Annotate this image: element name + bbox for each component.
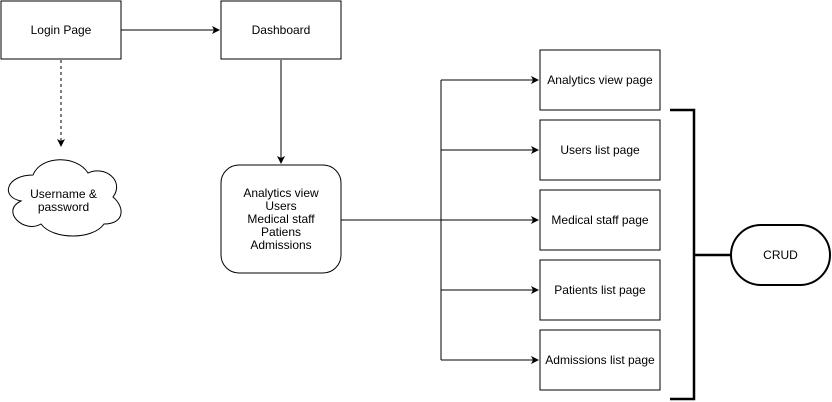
admissions-page-box	[539, 329, 661, 391]
analytics-page-box	[539, 49, 661, 111]
analytics-page-label: Analytics view page	[547, 72, 653, 87]
menu-item-analytics: Analytics view	[243, 185, 319, 200]
users-page-box	[539, 119, 661, 181]
admissions-page-label: Admissions list page	[545, 352, 655, 367]
menu-label: Analytics view Users Medical staff Patie…	[221, 165, 341, 273]
credentials-line-1: Username &	[30, 187, 97, 201]
credentials-line-2: password	[37, 200, 90, 214]
menu-item-medical-staff: Medical staff	[247, 211, 315, 226]
users-page-label: Users list page	[560, 142, 640, 157]
menu-item-users: Users	[265, 198, 297, 213]
credentials-label: Username & password	[6, 175, 121, 227]
menu-item-patients: Patiens	[260, 224, 302, 239]
menu-box	[220, 164, 342, 274]
menu-item-admissions: Admissions	[250, 237, 312, 252]
patients-page-label: Patients list page	[554, 282, 646, 297]
medical-staff-page-box	[539, 189, 661, 251]
dashboard-box	[220, 0, 342, 60]
login-page-label: Login Page	[30, 22, 92, 37]
login-page-box	[0, 0, 122, 60]
dashboard-label: Dashboard	[251, 22, 311, 37]
crud-pill	[730, 224, 831, 286]
medical-staff-page-label: Medical staff page	[551, 212, 649, 227]
crud-bracket	[670, 108, 696, 401]
crud-label: CRUD	[763, 247, 798, 262]
credentials-cloud-shape	[7, 159, 122, 237]
patients-page-box	[539, 259, 661, 321]
